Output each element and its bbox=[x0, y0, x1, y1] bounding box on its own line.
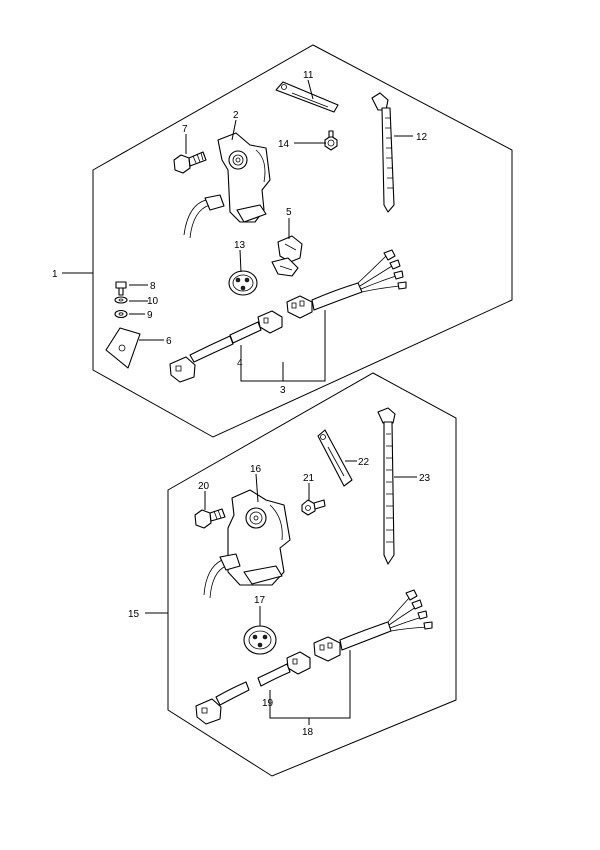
callout-8: 8 bbox=[150, 281, 156, 292]
upper-kit-frame bbox=[92, 44, 513, 438]
callout-2: 2 bbox=[233, 110, 239, 121]
callout-16: 16 bbox=[250, 464, 262, 475]
callout-7: 7 bbox=[182, 124, 188, 135]
callout-12: 12 bbox=[416, 132, 428, 143]
callout-18: 18 bbox=[302, 727, 314, 738]
callout-23: 23 bbox=[419, 473, 431, 484]
part-3-harness bbox=[286, 249, 407, 319]
upper-leader-lines bbox=[62, 79, 413, 382]
callout-4: 4 bbox=[237, 358, 243, 369]
part-14-screw bbox=[324, 130, 338, 151]
part-12-cable-tie bbox=[371, 92, 395, 213]
part-18-harness bbox=[313, 589, 433, 662]
part-20-bolt bbox=[194, 508, 226, 529]
callout-1: 1 bbox=[52, 269, 58, 280]
part-2-switch-bracket bbox=[183, 132, 271, 239]
callout-13: 13 bbox=[234, 240, 246, 251]
callout-6: 6 bbox=[166, 336, 172, 347]
part-8-screw bbox=[115, 281, 127, 296]
part-16-switch-bracket bbox=[203, 489, 291, 599]
part-22-strap bbox=[317, 429, 353, 487]
callout-9: 9 bbox=[147, 310, 153, 321]
part-13-grommet bbox=[228, 270, 258, 296]
callout-14: 14 bbox=[278, 139, 290, 150]
part-7-bolt bbox=[173, 151, 207, 174]
callout-11: 11 bbox=[303, 70, 314, 81]
part-10-washer bbox=[114, 296, 128, 304]
callout-10: 10 bbox=[147, 296, 159, 307]
callout-5: 5 bbox=[286, 207, 292, 218]
callout-22: 22 bbox=[358, 457, 370, 468]
part-11-strap bbox=[275, 81, 339, 113]
callout-15: 15 bbox=[128, 609, 140, 620]
part-21-screw bbox=[301, 499, 326, 516]
part-6-plate bbox=[105, 327, 141, 369]
lower-kit-frame bbox=[167, 372, 457, 777]
lower-callouts: 15 16 17 18 19 20 21 22 23 bbox=[128, 457, 431, 738]
part-17-grommet bbox=[243, 625, 277, 655]
lower-kit: 15 16 17 18 19 20 21 22 23 bbox=[128, 372, 457, 777]
part-23-cable-tie bbox=[377, 407, 396, 565]
part-5-clip bbox=[271, 235, 303, 277]
part-4-cable bbox=[169, 310, 283, 383]
callout-19: 19 bbox=[262, 698, 274, 709]
callout-17: 17 bbox=[254, 595, 266, 606]
upper-kit: 1 2 3 4 5 6 7 8 9 10 11 12 13 14 bbox=[52, 44, 513, 438]
upper-callouts: 1 2 3 4 5 6 7 8 9 10 11 12 13 14 bbox=[52, 70, 428, 396]
callout-20: 20 bbox=[198, 481, 210, 492]
callout-3: 3 bbox=[280, 385, 286, 396]
part-9-nut bbox=[114, 309, 128, 319]
lower-leader-lines bbox=[145, 460, 417, 725]
part-19-cable bbox=[195, 651, 311, 725]
callout-21: 21 bbox=[303, 473, 315, 484]
